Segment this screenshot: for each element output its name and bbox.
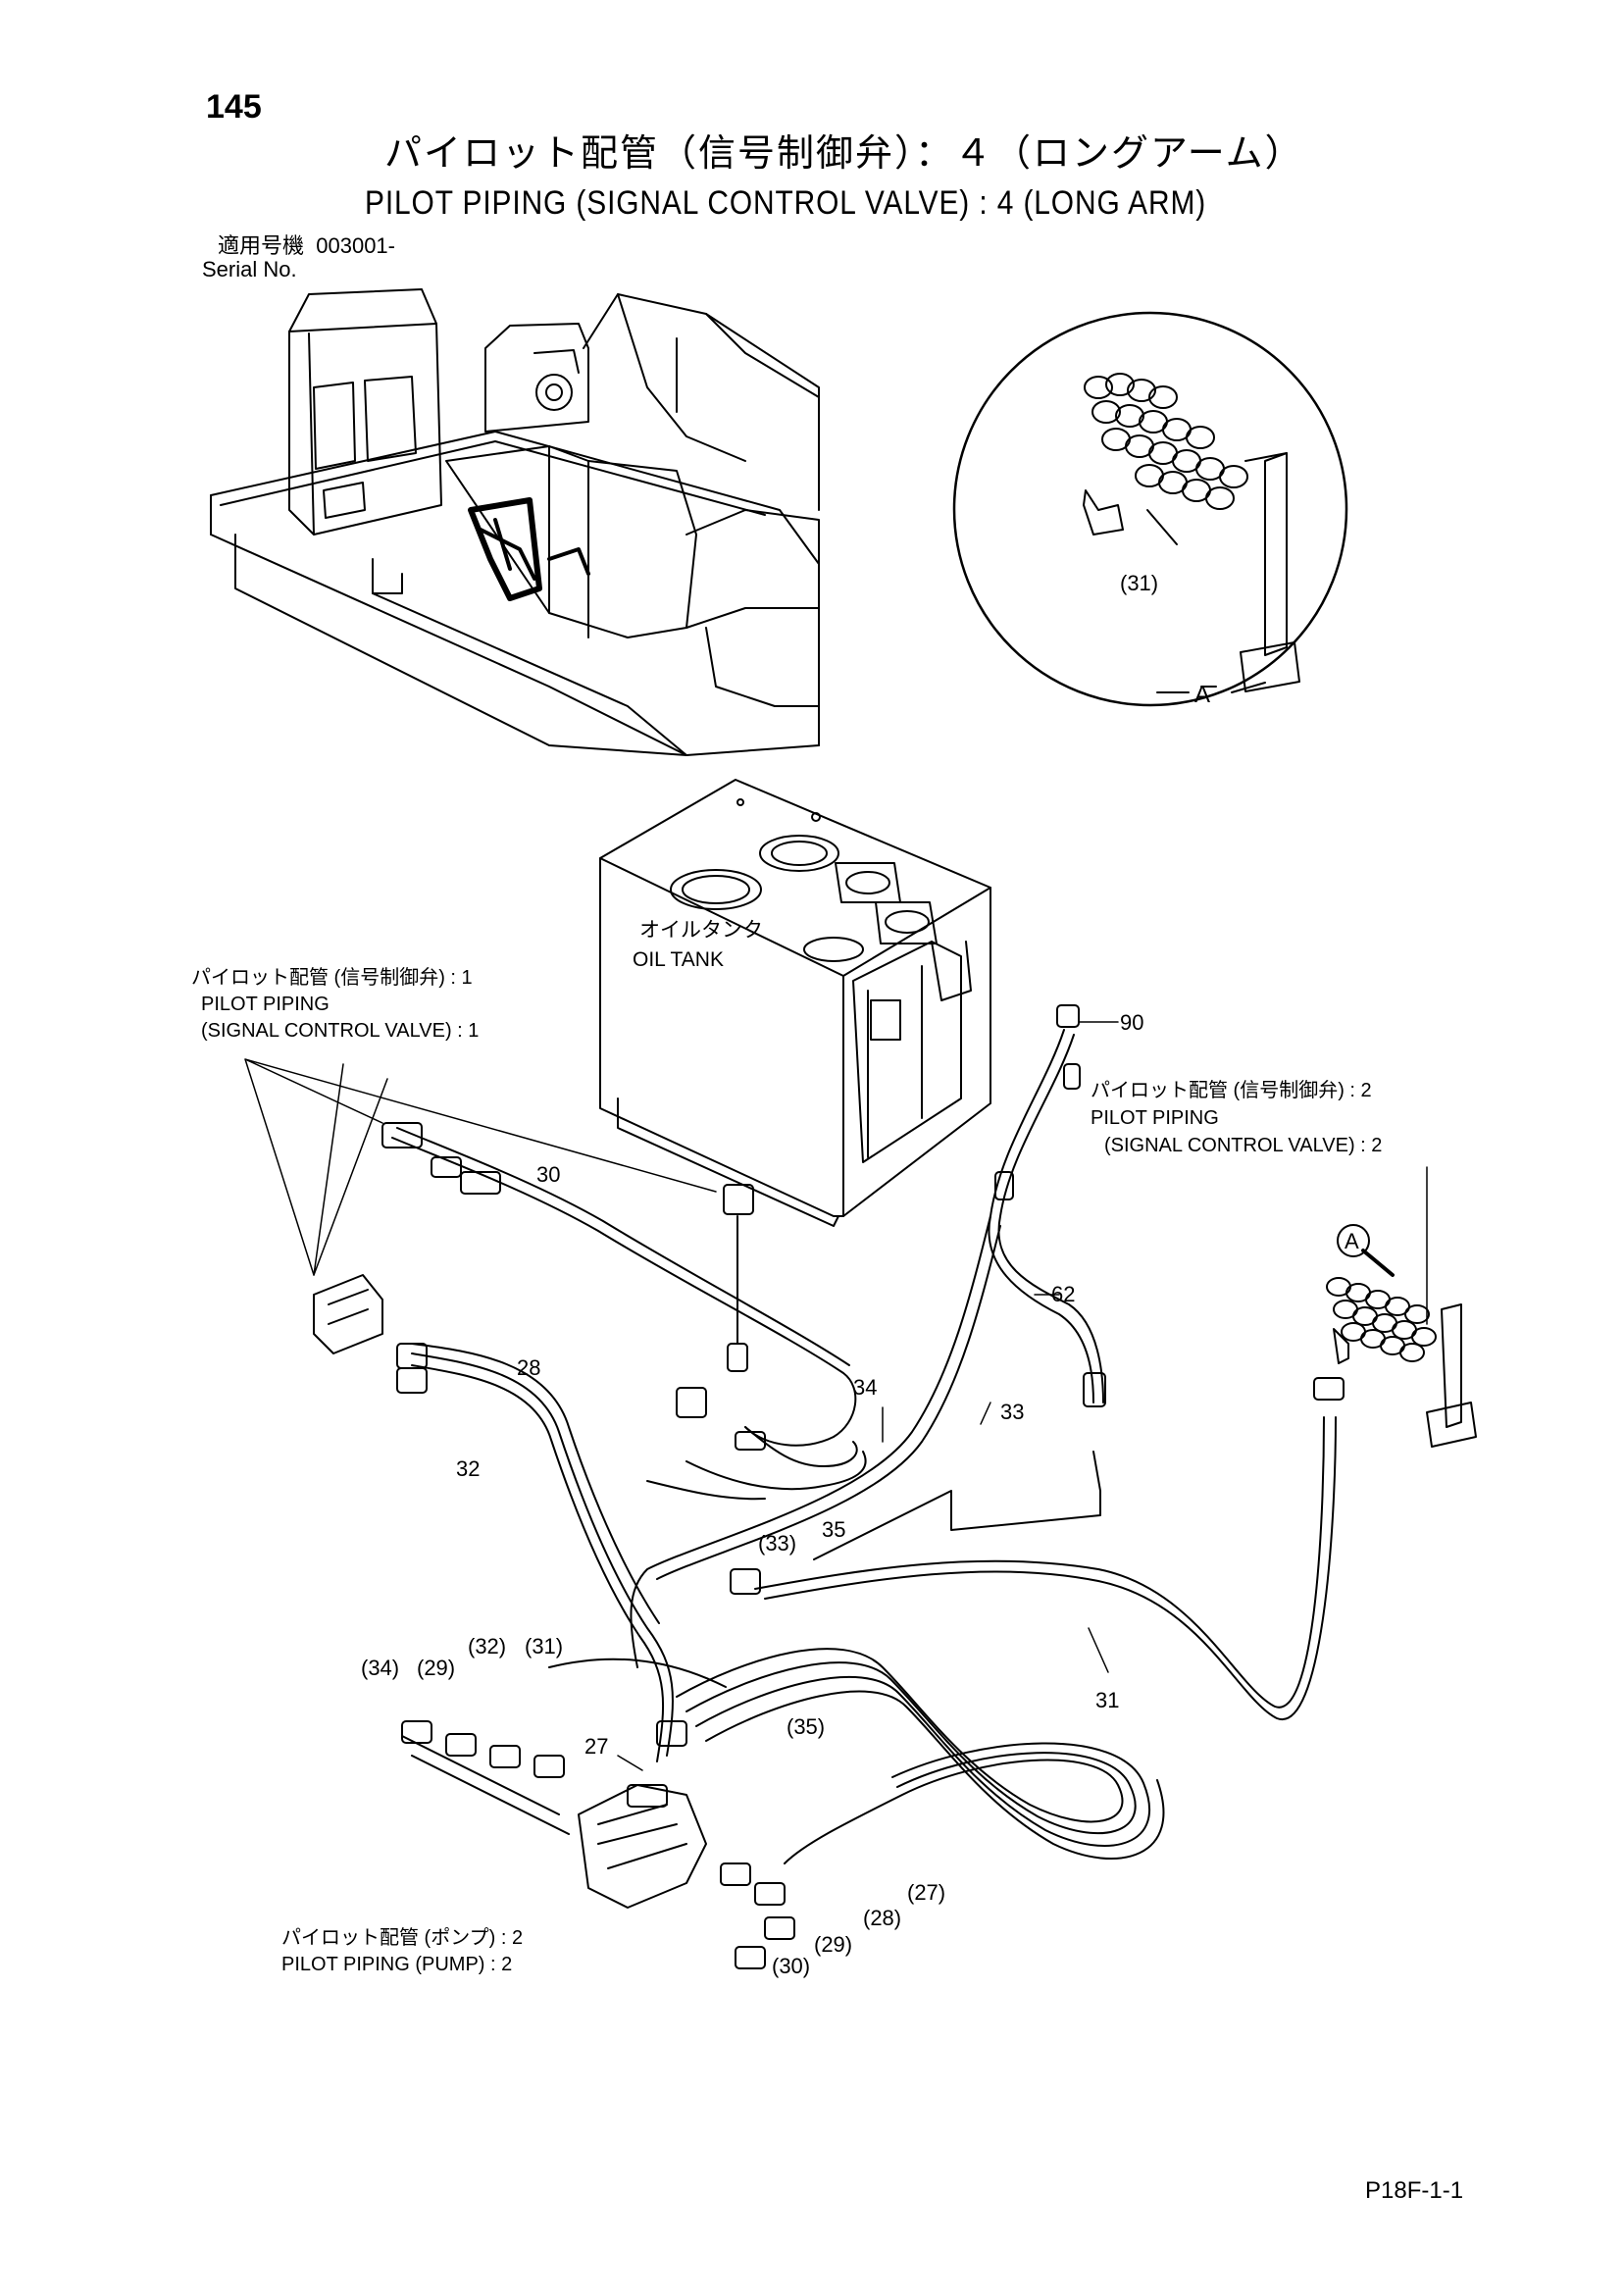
serial-label-english: Serial No. xyxy=(202,257,297,281)
callout-33-ref: (33) xyxy=(758,1531,796,1556)
callout-31: 31 xyxy=(1095,1688,1119,1712)
serial-value: 003001- xyxy=(316,233,395,258)
page-code: P18F-1-1 xyxy=(1365,2177,1464,2204)
callout-62: 62 xyxy=(1051,1282,1075,1306)
ref-signal-1-jp: パイロット配管 (信号制御弁) : 1 xyxy=(191,966,473,989)
ref-signal-2-en1: PILOT PIPING xyxy=(1091,1107,1219,1129)
ref-signal-1-en1: PILOT PIPING xyxy=(201,994,330,1015)
callout-28: 28 xyxy=(517,1355,540,1380)
serial-label-jp: 適用号機 xyxy=(218,233,305,258)
callout-27-ref: (27) xyxy=(907,1880,945,1905)
callout-29-ref-lower: (29) xyxy=(814,1932,852,1957)
callout-33: 33 xyxy=(1000,1400,1024,1424)
callout-29-ref: (29) xyxy=(417,1656,455,1680)
callout-31-ref: (31) xyxy=(525,1634,563,1658)
callout-90: 90 xyxy=(1120,1010,1143,1035)
detail-leader-31 xyxy=(1146,509,1178,545)
ref-pump-2-en: PILOT PIPING (PUMP) : 2 xyxy=(281,1954,512,1975)
callout-34-ref: (34) xyxy=(361,1656,399,1680)
callout-32-ref: (32) xyxy=(468,1634,506,1658)
callout-32: 32 xyxy=(456,1456,480,1481)
ref-signal-2-en2: (SIGNAL CONTROL VALVE) : 2 xyxy=(1104,1135,1382,1156)
view-marker-a: A xyxy=(1345,1229,1359,1253)
oil-tank-label-en: OIL TANK xyxy=(633,948,724,971)
page-title-english: PILOT PIPING (SIGNAL CONTROL VALVE) : 4 … xyxy=(365,184,1207,222)
leader-lines xyxy=(244,1021,1428,1771)
callout-28-ref: (28) xyxy=(863,1906,901,1930)
callout-27: 27 xyxy=(584,1734,608,1759)
machine-overview-drawing xyxy=(210,288,820,756)
ref-pump-2-jp: パイロット配管 (ポンプ) : 2 xyxy=(281,1926,523,1949)
oil-tank-drawing xyxy=(599,779,991,1227)
detail-view-label: A xyxy=(1194,682,1210,708)
callout-30: 30 xyxy=(536,1162,560,1187)
callout-30-ref: (30) xyxy=(772,1954,810,1978)
callout-35: 35 xyxy=(822,1517,845,1542)
hose-fittings xyxy=(313,1004,1345,1969)
signal-valve-panel-drawing xyxy=(1326,1224,1477,1448)
callout-34: 34 xyxy=(853,1375,877,1400)
ref-signal-1-en2: (SIGNAL CONTROL VALVE) : 1 xyxy=(201,1020,479,1042)
detail-view-a xyxy=(952,311,1348,707)
serial-label-japanese: 適用号機 003001- xyxy=(218,235,395,257)
ref-signal-2-jp: パイロット配管 (信号制御弁) : 2 xyxy=(1091,1079,1372,1101)
callout-35-ref: (35) xyxy=(787,1714,825,1739)
diagram-labels: オイルタンク OIL TANK パイロット配管 (信号制御弁) : 1 PILO… xyxy=(191,919,1382,1978)
oil-tank-label-jp: オイルタンク xyxy=(639,919,763,942)
page-title-japanese: パイロット配管（信号制御弁）：４（ロングアーム） xyxy=(384,133,1304,175)
page-number: 145 xyxy=(206,88,262,126)
pilot-hoses xyxy=(391,1029,1337,1864)
detail-callout-31: (31) xyxy=(1120,571,1158,595)
